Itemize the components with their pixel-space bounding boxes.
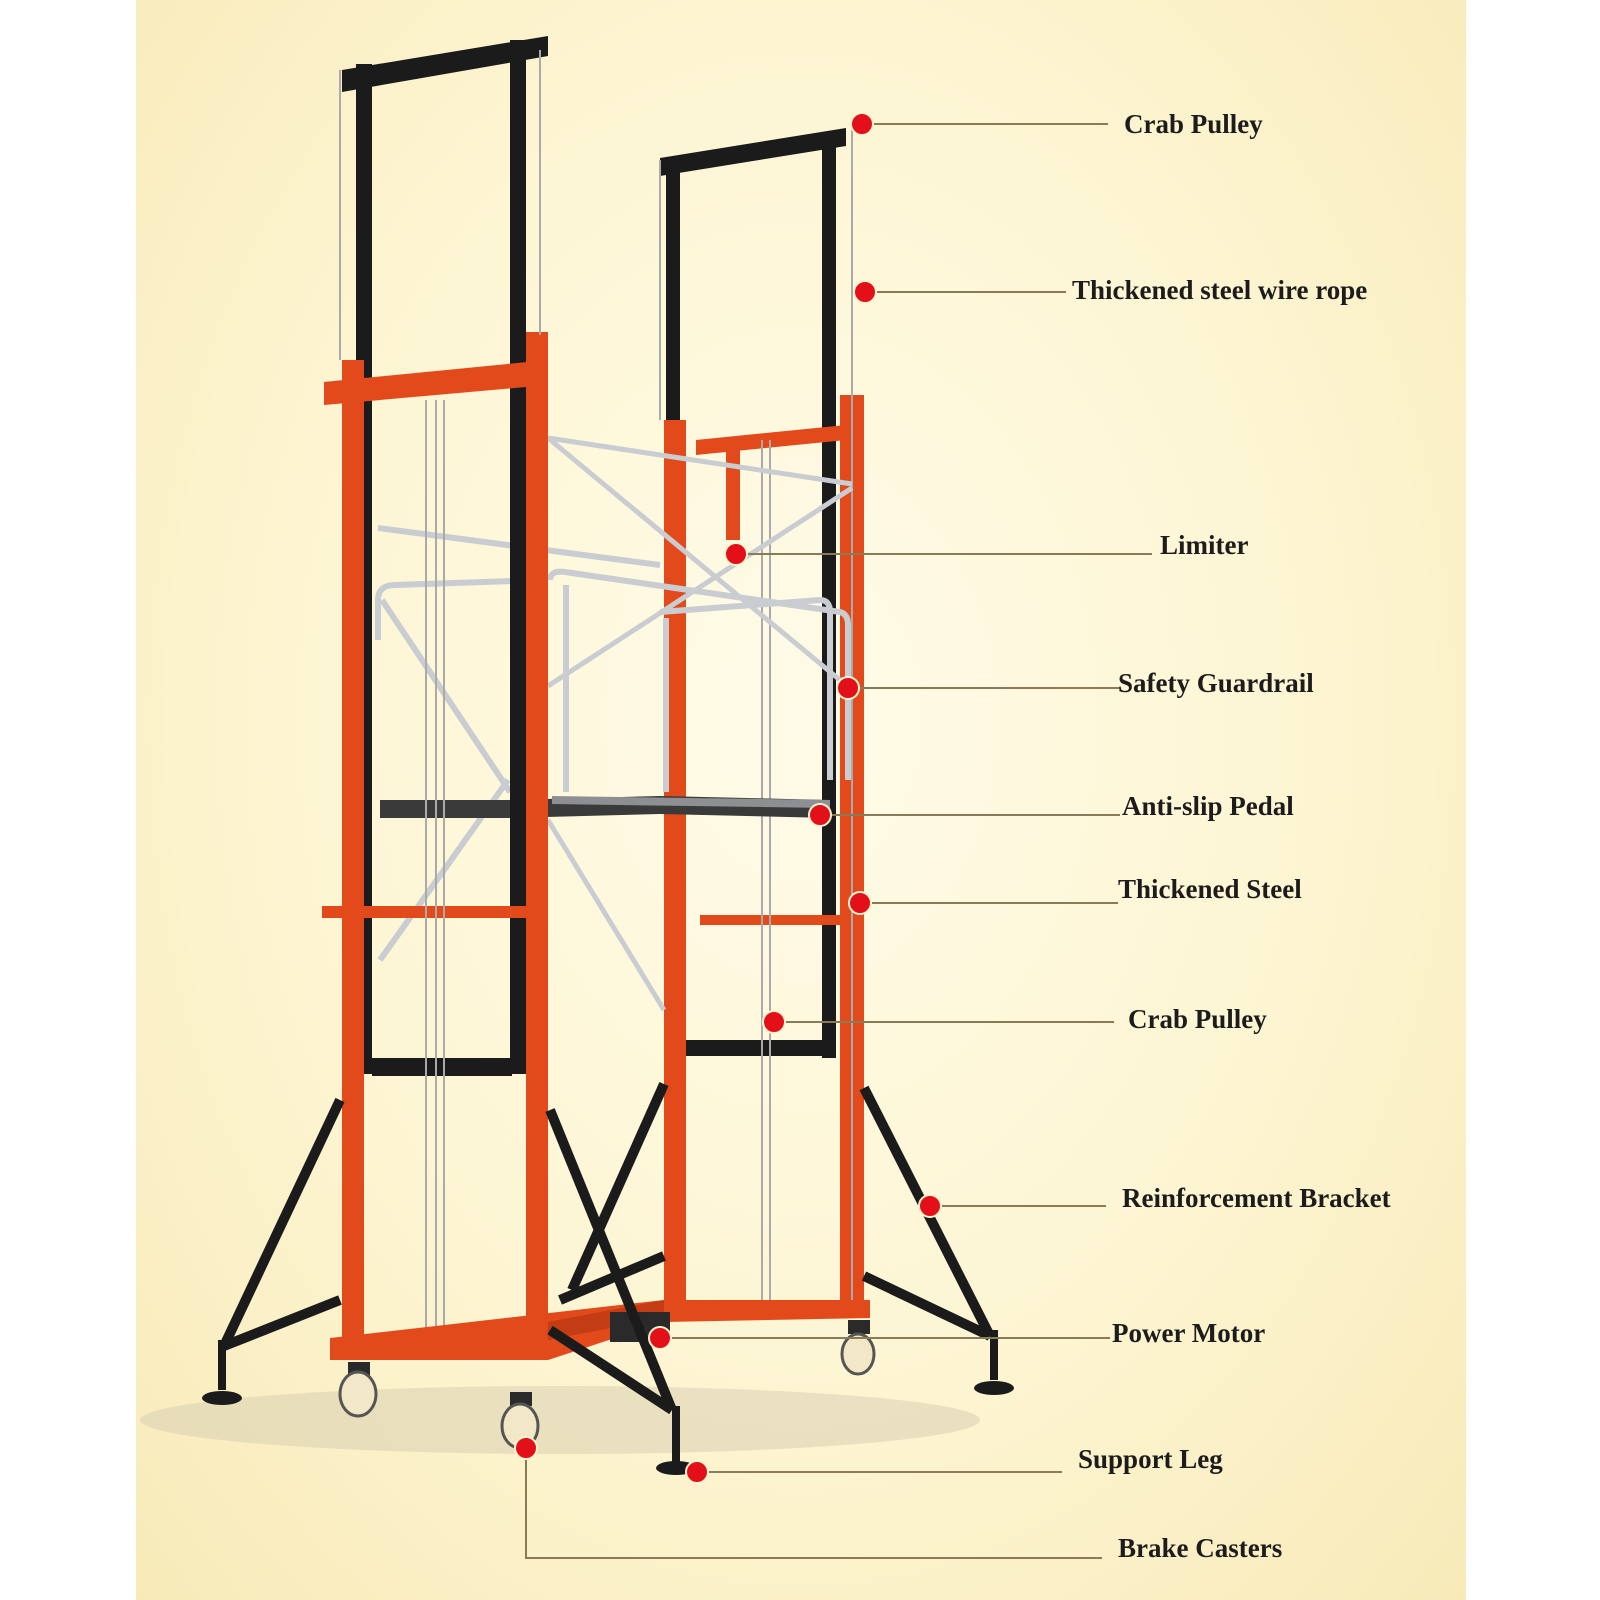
back-tower <box>659 128 864 1310</box>
reinforcement-brackets <box>219 1081 995 1415</box>
dot-safety-guardrail <box>836 676 860 700</box>
callout-label-brake-casters: Brake Casters <box>1118 1533 1283 1563</box>
callout-label-steel-wire-rope: Thickened steel wire rope <box>1072 275 1368 305</box>
dot-steel-wire-rope <box>853 280 877 304</box>
dot-power-motor <box>648 1326 672 1350</box>
callout-label-limiter: Limiter <box>1160 530 1249 560</box>
dot-anti-slip-pedal <box>808 803 832 827</box>
callout-label-support-leg: Support Leg <box>1078 1444 1223 1474</box>
dot-support-leg <box>685 1460 709 1484</box>
leader-brake-casters <box>525 1448 1102 1559</box>
callout-label-power-motor: Power Motor <box>1112 1318 1266 1348</box>
dot-thickened-steel <box>848 891 872 915</box>
support-feet <box>202 1330 1014 1475</box>
dot-crab-pulley-lower <box>762 1010 786 1034</box>
callout-label-thickened-steel: Thickened Steel <box>1118 874 1302 904</box>
callout-label-anti-slip-pedal: Anti-slip Pedal <box>1122 791 1294 821</box>
callout-label-safety-guardrail: Safety Guardrail <box>1118 668 1314 698</box>
callout-label-crab-pulley-top: Crab Pulley <box>1124 109 1263 139</box>
front-tower <box>322 36 548 1350</box>
dot-limiter <box>724 542 748 566</box>
dot-brake-casters <box>514 1436 538 1460</box>
dot-reinforcement-bracket <box>918 1194 942 1218</box>
callout-label-crab-pulley-lower: Crab Pulley <box>1128 1004 1267 1034</box>
dot-crab-pulley-top <box>850 112 874 136</box>
callout-label-reinforcement-bracket: Reinforcement Bracket <box>1122 1183 1391 1213</box>
cross-braces <box>545 435 854 1012</box>
